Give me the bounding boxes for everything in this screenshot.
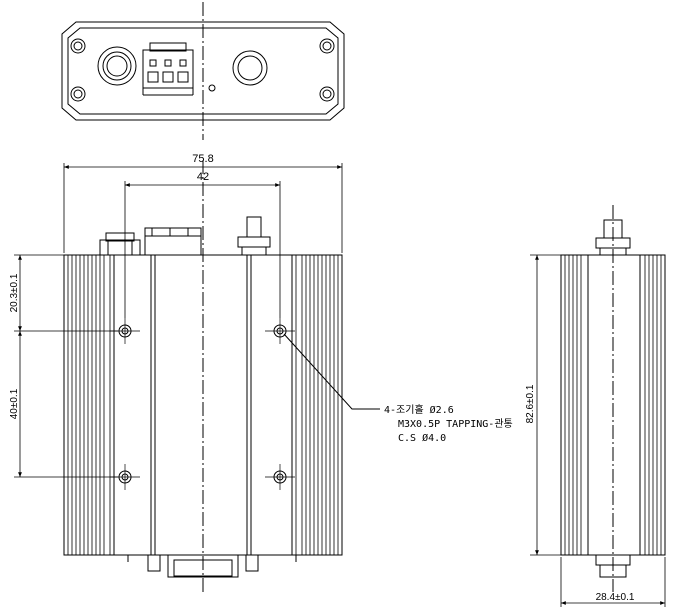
front-terminal-block bbox=[144, 227, 202, 256]
hole-note-leader bbox=[283, 333, 380, 410]
dim-overall-width: 75.8 bbox=[192, 153, 213, 165]
top-end-view bbox=[61, 2, 345, 140]
end-panel-screw bbox=[70, 86, 86, 102]
terminal-block-connector bbox=[142, 42, 194, 96]
hole-note-line-1: 4-조기홀 Ø2.6 bbox=[384, 403, 454, 416]
front-bottom-connector bbox=[127, 554, 297, 578]
side-view bbox=[560, 205, 666, 592]
dim-top-hole-offset: 20.3±0.1 bbox=[9, 273, 20, 312]
dim-hole-spacing-horizontal: 42 bbox=[197, 171, 209, 183]
cable-gland-left bbox=[97, 46, 137, 86]
dim-hole-spacing-vertical: 40±0.1 bbox=[9, 388, 20, 419]
led-indicator bbox=[208, 84, 216, 92]
front-dimensions bbox=[14, 163, 343, 478]
cable-gland-right bbox=[232, 50, 268, 86]
front-left-gland bbox=[99, 232, 141, 256]
heatsink-fins-right bbox=[295, 255, 339, 555]
end-panel-screw bbox=[319, 86, 335, 102]
hole-note: 4-조기홀 Ø2.6 M3X0.5P TAPPING-관통 C.S Ø4.0 bbox=[384, 403, 513, 444]
side-dimensions bbox=[530, 254, 666, 607]
heatsink-fins-left bbox=[67, 255, 111, 555]
front-right-gland bbox=[237, 216, 271, 256]
hole-note-line-2: M3X0.5P TAPPING-관통 bbox=[398, 418, 513, 430]
end-panel-screw bbox=[319, 38, 335, 54]
hole-note-line-3: C.S Ø4.0 bbox=[398, 432, 446, 444]
dim-overall-height: 82.6±0.1 bbox=[525, 384, 536, 423]
end-panel-screw bbox=[70, 38, 86, 54]
front-view bbox=[63, 160, 380, 592]
dim-side-width: 28.4±0.1 bbox=[596, 592, 635, 603]
